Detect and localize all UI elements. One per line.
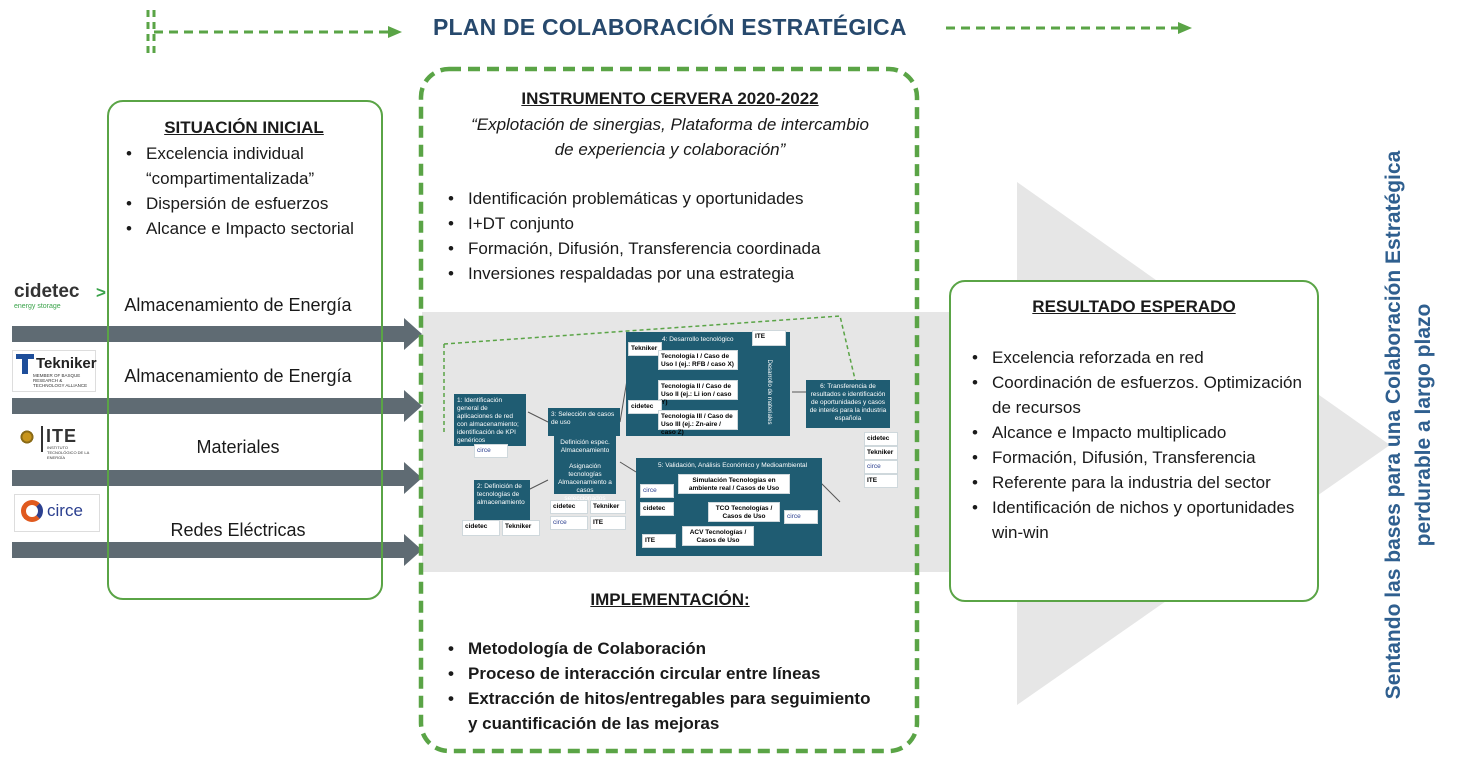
mini-logo-circe: circe [474, 444, 508, 458]
implementacion-heading: IMPLEMENTACIÓN: [590, 590, 750, 609]
list-item: Metodología de Colaboración [440, 636, 880, 661]
mini-logo-cidetec-e: cidetec [864, 432, 898, 446]
row-label-ite: Materiales [196, 437, 280, 457]
mini-logo-tekniker-e: Tekniker [864, 446, 898, 460]
mini-sim: Simulación Tecnologías en ambiente real … [678, 474, 790, 494]
list-item: Identificación de nichos y oportunidades… [964, 495, 1310, 545]
ite-logo: ITE INSTITUTO TECNOLÓGICO DE LA ENERGÍA [14, 424, 98, 460]
situacion-inicial-list: Excelencia individual “compartimentaliza… [118, 141, 376, 241]
mini-box-5-label: 5: Validación, Análisis Económico y Medi… [658, 462, 808, 469]
circe-logo: circe [14, 494, 100, 532]
title-dashed-arrow-left [146, 10, 402, 56]
mini-tco: TCO Tecnologías / Casos de Uso [708, 502, 780, 522]
page-title: PLAN DE COLABORACIÓN ESTRATÉGICA [433, 14, 907, 40]
mini-box-6: 6: Transferencia de resultados e identif… [806, 380, 890, 428]
mini-tech-3: Tecnología III / Caso de Uso III (ej.: Z… [658, 410, 738, 436]
mini-logo-circe-e: circe [784, 510, 818, 524]
mini-box-3b: Asignación tecnologías Almacenamiento a … [554, 460, 616, 502]
mini-logo-ite-b: ITE [590, 516, 626, 530]
list-item: Alcance e Impacto sectorial [118, 216, 376, 241]
cidetec-logo: cidetec > energy storage [14, 282, 106, 314]
mini-box-2: 2: Definición de tecnologías de almacena… [474, 480, 530, 520]
mini-logo-circe-d: circe [640, 484, 674, 498]
vertical-line-2: perdurable a largo plazo [1412, 303, 1435, 547]
list-item: Identificación problemáticas y oportunid… [440, 186, 910, 211]
mini-tech-1: Tecnología I / Caso de Uso I (ej.: RFB /… [658, 350, 738, 370]
instrumento-subtitle: “Explotación de sinergias, Plataforma de… [471, 115, 869, 159]
list-item: Excelencia individual “compartimentaliza… [118, 141, 376, 191]
circe-c-icon [21, 500, 43, 522]
mini-process-diagram: 1: Identificación general de aplicacione… [440, 312, 906, 562]
list-item: Excelencia reforzada en red [964, 345, 1310, 370]
tekniker-t-icon [16, 354, 34, 374]
list-item: Alcance e Impacto multiplicado [964, 420, 1310, 445]
list-item: Formación, Difusión, Transferencia coord… [440, 236, 910, 261]
row-label-cidetec: Almacenamiento de Energía [124, 295, 352, 315]
tekniker-logo: Tekniker MEMBER OF BASQUE RESEARCH & TEC… [12, 350, 97, 392]
row-arrows [12, 318, 422, 566]
mini-box-3a: Definición espec. Almacenamiento [554, 436, 616, 460]
mini-logo-ite-c: ITE [752, 330, 786, 346]
title-dashed-arrow-right [946, 22, 1192, 34]
resultado-heading: RESULTADO ESPERADO [1032, 297, 1236, 316]
ite-sun-icon [18, 428, 36, 446]
vertical-line-1: Sentando las bases para una Colaboración… [1382, 150, 1405, 700]
list-item: Referente para la industria del sector [964, 470, 1310, 495]
mini-logo-cidetec-c: cidetec [628, 400, 662, 414]
situacion-inicial-heading: SITUACIÓN INICIAL [164, 118, 324, 137]
list-item: Coordinación de esfuerzos. Optimización … [964, 370, 1310, 420]
list-item: Proceso de interacción circular entre lí… [440, 661, 880, 686]
resultado-list: Excelencia reforzada en red Coordinación… [964, 345, 1310, 545]
mini-logo-circe-f: circe [864, 460, 898, 474]
mini-logo-cidetec-b: cidetec [550, 500, 588, 514]
mini-logo-circe-b: circe [550, 516, 588, 530]
mini-desarrollo-materiales: Desarrollo de materiales [760, 352, 778, 432]
list-item: I+DT conjunto [440, 211, 910, 236]
row-label-circe: Redes Eléctricas [170, 520, 306, 540]
mini-logo-ite-d: ITE [642, 534, 676, 548]
list-item: Formación, Difusión, Transferencia [964, 445, 1310, 470]
instrumento-heading: INSTRUMENTO CERVERA 2020-2022 [521, 89, 819, 108]
mini-logo-tekniker-b: Tekniker [590, 500, 626, 514]
list-item: Dispersión de esfuerzos [118, 191, 376, 216]
mini-box-1: 1: Identificación general de aplicacione… [454, 394, 526, 446]
mini-logo-tekniker-a: Tekniker [502, 520, 540, 536]
list-item: Extracción de hitos/entregables para seg… [440, 686, 880, 736]
mini-acv: ACV Tecnologías / Casos de Uso [682, 526, 754, 546]
mini-box-4-label: 4: Desarrollo tecnológico [662, 336, 734, 343]
mini-logo-ite-f: ITE [864, 474, 898, 488]
mini-logo-cidetec-a: cidetec [462, 520, 500, 536]
mini-logo-tekniker-c: Tekniker [628, 342, 662, 356]
mini-box-3: 3: Selección de casos de uso [548, 408, 620, 436]
row-label-tekniker: Almacenamiento de Energía [124, 366, 352, 386]
mini-logo-cidetec-d: cidetec [640, 502, 674, 516]
instrumento-list: Identificación problemáticas y oportunid… [440, 186, 910, 286]
mini-dashed-outline [443, 315, 859, 503]
instrumento-dashed-box [418, 66, 920, 754]
vertical-conclusion: Sentando las bases para una Colaboración… [1364, 150, 1454, 700]
list-item: Inversiones respaldadas por una estrateg… [440, 261, 910, 286]
mini-tech-2: Tecnología II / Caso de Uso II (ej.: Li … [658, 380, 738, 406]
situacion-inicial-box [107, 100, 383, 600]
implementacion-list: Metodología de Colaboración Proceso de i… [440, 636, 880, 736]
